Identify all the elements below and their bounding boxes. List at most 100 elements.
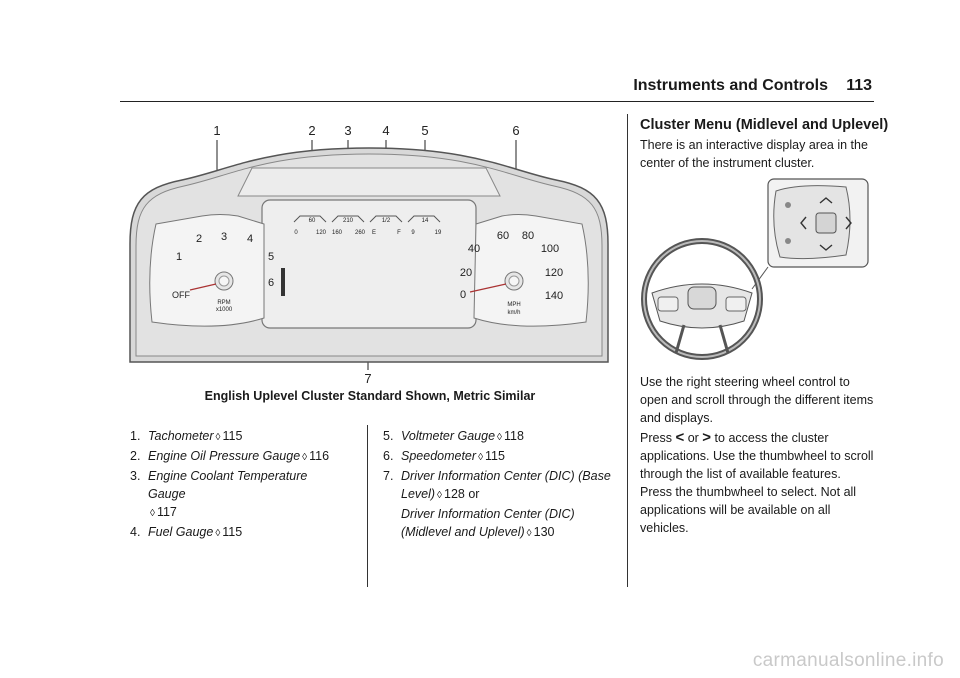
callout-4: 4 — [382, 123, 389, 138]
list-item-text: Engine Coolant Temperature Gauge — [148, 469, 308, 501]
list-item-number: 5. — [383, 429, 394, 443]
list-item-text: Driver Information Center (DIC) (Base Le… — [401, 469, 611, 501]
mini-gauge-fuel-top: 1/2 — [382, 218, 391, 224]
speedo-unit-kmh: km/h — [507, 310, 520, 316]
callout-5: 5 — [421, 123, 428, 138]
speedo-tick-80: 80 — [522, 230, 534, 242]
watermark: carmanualsonline.info — [752, 650, 944, 671]
list-item-text: Voltmeter Gauge — [401, 429, 496, 443]
instrument-cluster-illustration: 1 2 3 4 5 6 7 60 0 120 210 160 260 1/2 E… — [129, 123, 609, 386]
list-item-number: 3. — [130, 469, 141, 483]
speedo-tick-60: 60 — [497, 230, 509, 242]
callout-6: 6 — [512, 123, 519, 138]
speedo-tick-120: 120 — [545, 267, 563, 279]
left-chevron-icon — [800, 216, 807, 230]
tach-tick-5: 5 — [268, 251, 274, 263]
page-ref-icon: ◊ — [150, 508, 155, 519]
list-item-number: 1. — [130, 429, 141, 443]
callout-list-left: 1. Tachometer◊115 2. Engine Oil Pressure… — [130, 427, 340, 543]
list-item-page[interactable]: 130 — [533, 525, 555, 539]
mini-gauge-fuel-left: E — [372, 230, 376, 236]
page-ref-icon: ◊ — [526, 528, 532, 539]
section-paragraph-1: There is an interactive display area in … — [640, 138, 868, 170]
list-item: 2. Engine Oil Pressure Gauge◊116 — [130, 447, 340, 467]
callout-2: 2 — [308, 123, 315, 138]
speedo-tick-140: 140 — [545, 290, 563, 302]
section-paragraph-3: Press < or > to access the cluster appli… — [640, 429, 876, 537]
left-chevron-icon: < — [675, 429, 685, 446]
tach-tick-6: 6 — [268, 277, 274, 289]
list-item-page[interactable]: 118 — [503, 429, 524, 443]
page-ref-icon: ◊ — [215, 528, 221, 539]
tach-unit-rpm: RPM — [217, 300, 230, 306]
mini-gauge-coolant-top: 210 — [343, 218, 354, 224]
speedo-tick-20: 20 — [460, 267, 472, 279]
mini-gauge-oil-left: 0 — [294, 230, 298, 236]
page-ref-icon: ◊ — [302, 452, 308, 463]
list-item: 7. Driver Information Center (DIC) (Base… — [383, 467, 623, 543]
list-item-page[interactable]: 117 — [156, 505, 177, 519]
list-item: 1. Tachometer◊115 — [130, 427, 340, 447]
page-ref-icon: ◊ — [215, 432, 221, 443]
mini-gauge-volt-left: 9 — [411, 230, 415, 236]
right-chevron-icon — [845, 216, 852, 230]
tach-tick-4: 4 — [247, 233, 253, 245]
section-title: Cluster Menu (Midlevel and Uplevel) — [640, 117, 889, 133]
speedo-tick-40: 40 — [468, 243, 480, 255]
mini-gauge-volt-top: 14 — [422, 218, 429, 224]
mini-gauge-volt-right: 19 — [435, 230, 442, 236]
list-item: 3. Engine Coolant Temperature Gauge ◊117 — [130, 467, 340, 523]
list-item-text: Fuel Gauge — [148, 525, 214, 539]
page-ref-icon: ◊ — [437, 490, 442, 501]
section-paragraph-3-rest: to access the cluster applications. Use … — [640, 431, 874, 535]
mini-gauge-oil-top: 60 — [309, 218, 316, 224]
right-chevron-icon: > — [702, 429, 712, 446]
list-item-connector: or — [468, 487, 480, 501]
list-item-page[interactable]: 115 — [222, 429, 243, 443]
tach-tick-3: 3 — [221, 231, 227, 243]
list-item-page[interactable]: 128 — [444, 487, 465, 501]
list-item-number: 4. — [130, 525, 141, 539]
list-item-page[interactable]: 115 — [485, 449, 505, 463]
up-chevron-icon — [819, 197, 833, 204]
callout-3: 3 — [344, 123, 351, 138]
mini-gauge-coolant-right: 260 — [355, 230, 366, 236]
steering-wheel-illustration — [641, 178, 869, 360]
tach-tick-1: 1 — [176, 251, 182, 263]
list-item: 5. Voltmeter Gauge◊118 — [383, 427, 623, 447]
speedo-tick-100: 100 — [541, 243, 559, 255]
mini-gauge-coolant-left: 160 — [332, 230, 343, 236]
column-divider-right — [627, 114, 628, 587]
or-text: or — [687, 431, 699, 445]
callout-1: 1 — [213, 123, 220, 138]
list-item-text-alt: Driver Information Center (DIC) (Midleve… — [401, 507, 575, 539]
callout-7: 7 — [364, 371, 371, 386]
tach-tick-off: OFF — [172, 290, 190, 300]
list-item-page[interactable]: 115 — [222, 525, 243, 539]
list-item: 6. Speedometer◊115 — [383, 447, 623, 467]
callout-list-right: 5. Voltmeter Gauge◊118 6. Speedometer◊11… — [383, 427, 623, 543]
page-ref-icon: ◊ — [497, 432, 502, 443]
speedo-unit-mph: MPH — [507, 302, 520, 308]
header-title: Instruments and Controls — [633, 77, 828, 94]
list-item-number: 7. — [383, 469, 394, 483]
header-rule — [120, 101, 874, 102]
page-number: 113 — [846, 77, 872, 94]
mini-gauge-oil-right: 120 — [316, 230, 327, 236]
list-item-number: 2. — [130, 449, 141, 463]
list-item-text: Speedometer — [401, 449, 477, 463]
page-ref-icon: ◊ — [478, 452, 484, 463]
mini-gauge-fuel-right: F — [397, 230, 401, 236]
speedo-tick-0: 0 — [460, 289, 466, 301]
list-item-number: 6. — [383, 449, 394, 463]
tach-tick-2: 2 — [196, 233, 202, 245]
list-item-page[interactable]: 116 — [309, 449, 330, 463]
down-chevron-icon — [819, 244, 833, 251]
figure-caption: English Uplevel Cluster Standard Shown, … — [204, 389, 536, 403]
section-paragraph-2: Use the right steering wheel control to … — [640, 375, 874, 425]
tach-unit-x1000: x1000 — [216, 307, 233, 313]
column-divider — [367, 425, 368, 587]
list-item-text: Tachometer — [148, 429, 214, 443]
list-item-text: Engine Oil Pressure Gauge — [148, 449, 301, 463]
press-text: Press — [640, 431, 672, 445]
